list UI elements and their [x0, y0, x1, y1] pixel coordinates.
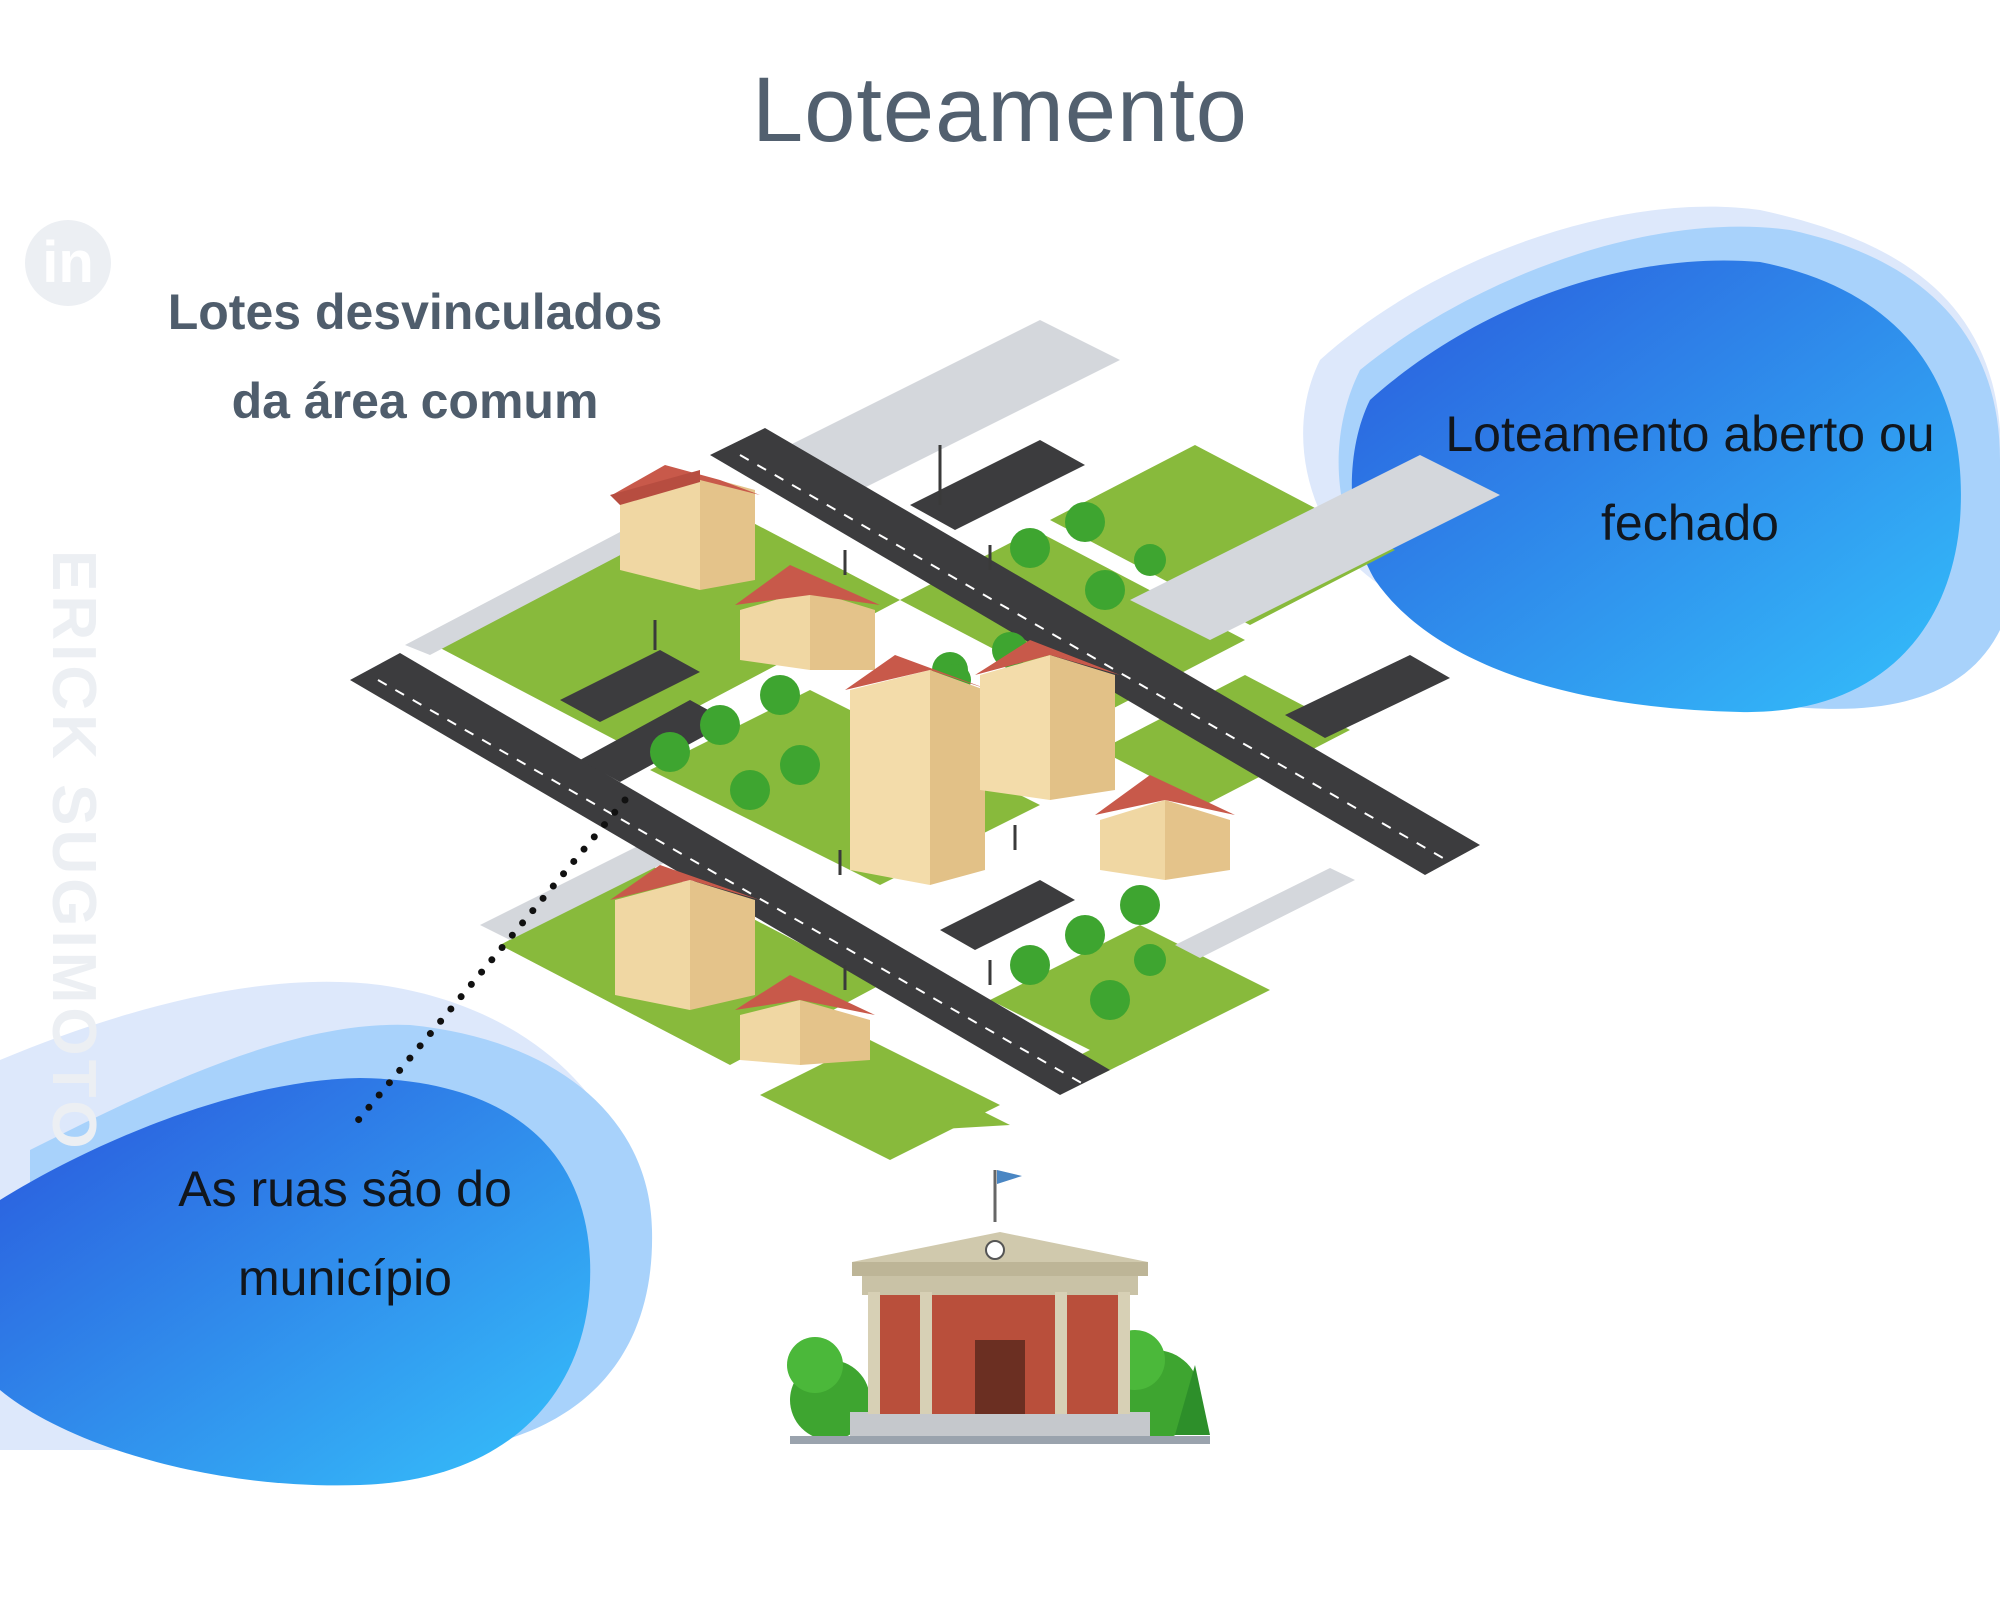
- town-hall-illustration: [787, 1170, 1210, 1444]
- blob-left-text: As ruas são do município: [178, 1161, 512, 1306]
- building-house-1: [735, 565, 880, 670]
- building-tower-2: [975, 640, 1120, 800]
- right-blob: [1303, 206, 2000, 713]
- linkedin-icon: in: [25, 220, 111, 306]
- lotes-label: Lotes desvinculados da área comum: [167, 284, 663, 429]
- city-illustration: [350, 320, 1500, 1160]
- clock-icon: [985, 1240, 1005, 1260]
- building-apartment-1: [610, 465, 760, 590]
- watermark-text: ERICK SUGIMOTO: [39, 550, 108, 1153]
- page-title: Loteamento: [752, 59, 1248, 161]
- building-apartment-2: [610, 865, 760, 1010]
- building-house-2: [1095, 775, 1235, 880]
- watermark: in ERICK SUGIMOTO: [25, 220, 125, 1153]
- flag-icon: [997, 1170, 1022, 1184]
- left-blob: [0, 981, 653, 1486]
- blob-right-text: Loteamento aberto ou fechado: [1445, 406, 1935, 551]
- building-tower-1: [845, 655, 990, 885]
- building-house-3: [735, 975, 875, 1065]
